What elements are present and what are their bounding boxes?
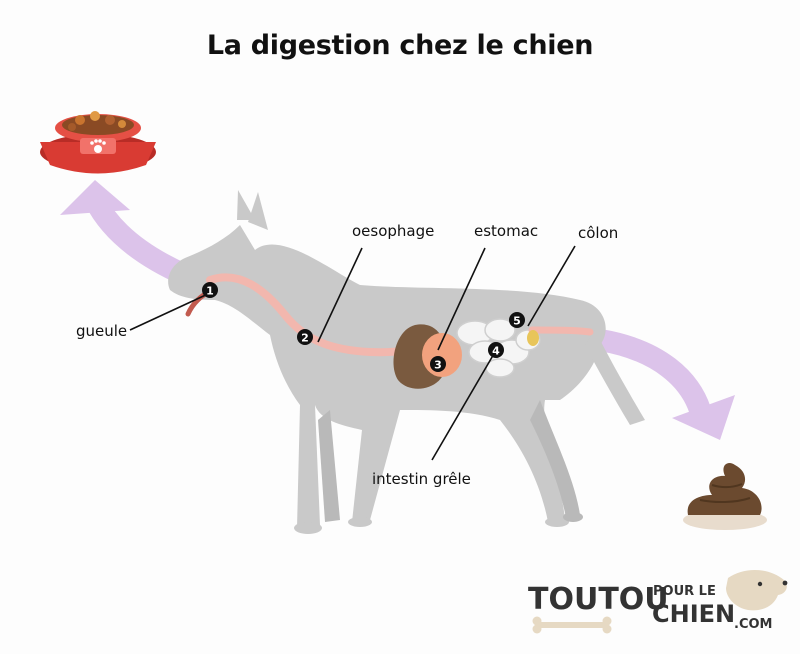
label-intestin: intestin grêle: [372, 470, 471, 488]
poop-icon: [683, 463, 767, 530]
colon-pouch: [527, 330, 539, 346]
arrow-to-poop-head: [672, 395, 735, 440]
svg-text:5: 5: [513, 315, 521, 328]
page-title: La digestion chez le chien: [206, 30, 594, 61]
label-gueule: gueule: [76, 322, 128, 340]
colon: [528, 326, 594, 336]
leader-lines: [129, 245, 576, 461]
label-colon: côlon: [578, 224, 619, 242]
marker-2: 2: [297, 329, 313, 345]
svg-text:2: 2: [301, 332, 309, 345]
svg-text:1: 1: [206, 285, 214, 298]
arrow-to-poop: [597, 329, 711, 414]
marker-1: 1: [202, 282, 218, 298]
paw-icon: [90, 139, 106, 153]
dog-head-icon: [726, 569, 788, 611]
marker-4: 4: [488, 342, 504, 358]
brand-word-pour-le: POUR LE: [653, 584, 716, 599]
label-estomac: estomac: [474, 222, 539, 240]
bone-icon: [532, 616, 612, 634]
arrow-to-bowl-head: [60, 180, 130, 215]
label-oesophage: oesophage: [352, 222, 435, 240]
marker-3: 3: [430, 356, 446, 372]
svg-text:4: 4: [492, 345, 500, 358]
dog-bowl-icon: [40, 111, 156, 174]
brand-word-com: .COM: [734, 617, 773, 632]
brand-word-chien: CHIEN: [652, 600, 736, 628]
brand-word-toutou: TOUTOU: [528, 582, 669, 617]
svg-text:3: 3: [434, 359, 442, 372]
marker-5: 5: [509, 312, 525, 328]
